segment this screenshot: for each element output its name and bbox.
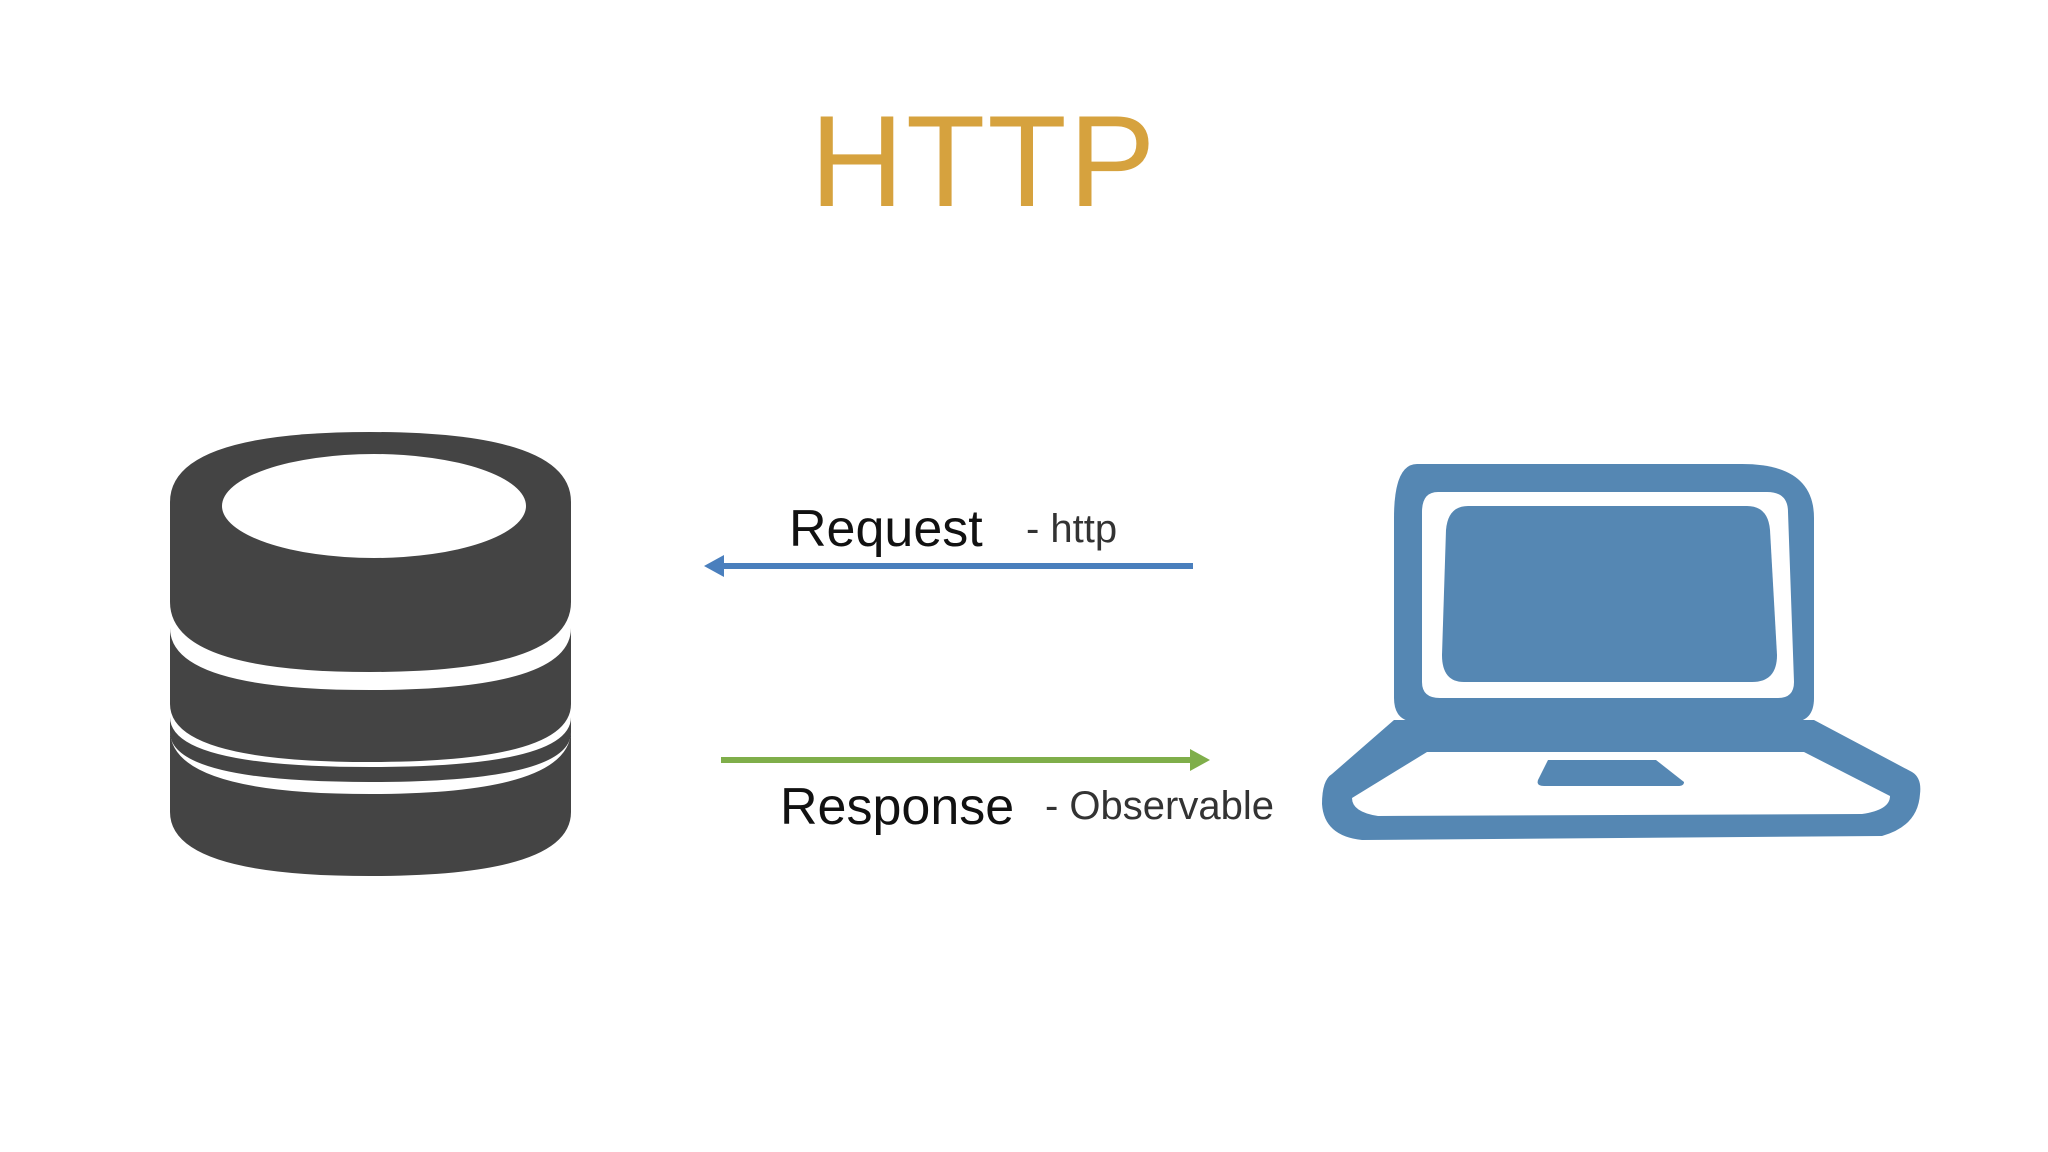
response-label: Response xyxy=(780,778,1015,836)
laptop-icon xyxy=(1322,460,1922,842)
database-icon xyxy=(168,432,573,876)
slide-title: HTTP xyxy=(810,88,1158,234)
response-arrow xyxy=(721,749,1210,771)
request-detail: - http xyxy=(1026,507,1118,551)
request-label: Request xyxy=(789,500,983,558)
response-detail: - Observable xyxy=(1045,784,1274,828)
request-arrow xyxy=(704,555,1193,577)
